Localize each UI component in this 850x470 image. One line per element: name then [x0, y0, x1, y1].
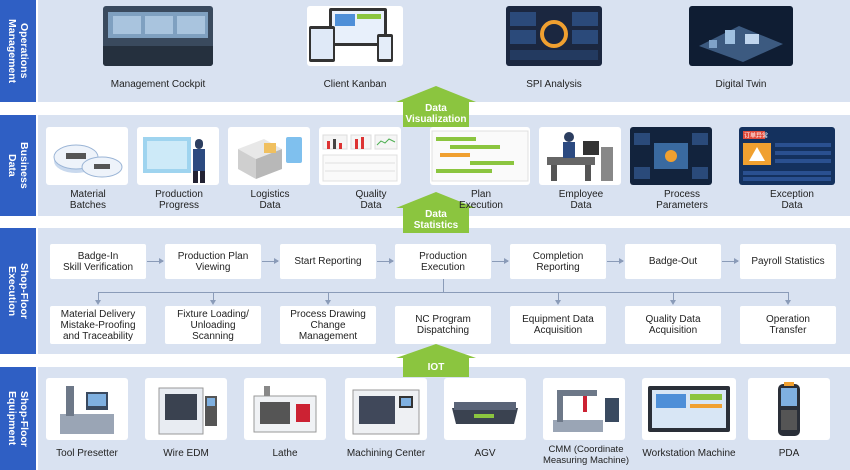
- exception-data-label: Exception Data: [770, 189, 814, 211]
- spi-analysis-label: SPI Analysis: [526, 79, 582, 90]
- client-kanban-image: [307, 6, 403, 66]
- agv-image: [444, 378, 526, 440]
- material-batches-label: Material Batches: [69, 189, 107, 211]
- pda-label: PDA: [778, 448, 800, 459]
- exception-badge-text: 订单异常: [744, 132, 768, 140]
- pda-image: [748, 378, 830, 440]
- flow-arrow-4: [492, 258, 509, 264]
- process-drawing-change-management: Process Drawing Change Management: [280, 306, 376, 344]
- material-batches-image: [46, 127, 128, 185]
- plan-execution-image: [430, 127, 530, 185]
- flow-arrow-5: [607, 258, 624, 264]
- tool-presetter-label: Tool Presetter: [56, 448, 118, 459]
- iot-arrow: IOT: [396, 344, 476, 377]
- production-execution: Production Execution: [395, 244, 491, 279]
- connector-drop-3: [328, 292, 329, 300]
- machining-center-label: Machining Center: [346, 448, 426, 459]
- wire-edm-label: Wire EDM: [163, 448, 209, 459]
- spi-analysis: SPI Analysis: [484, 6, 624, 98]
- quality-data-label: Quality Data: [355, 189, 387, 211]
- production-progress-image: [137, 127, 219, 185]
- operations-layer-label: Operations Management: [0, 0, 36, 102]
- material-delivery-mistake-proofing: Material Delivery Mistake-Proofing and T…: [50, 306, 146, 344]
- flow-arrow-6: [722, 258, 739, 264]
- digital-twin-image: [689, 6, 793, 66]
- exception-data-image: 订单异常: [739, 127, 835, 185]
- business-layer-label: Business Data: [0, 115, 36, 216]
- start-reporting: Start Reporting: [280, 244, 376, 279]
- wire-edm-image: [145, 378, 227, 440]
- badge-out: Badge-Out: [625, 244, 721, 279]
- connector-drop-2: [213, 292, 214, 300]
- fixture-loading-unloading-scanning: Fixture Loading/ Unloading Scanning: [165, 306, 261, 344]
- connector-tip-6: [670, 300, 676, 305]
- logistics-data-image: [228, 127, 310, 185]
- machining-center-image: [345, 378, 427, 440]
- connector-tip-5: [555, 300, 561, 305]
- nc-program-dispatching: NC Program Dispatching: [395, 306, 491, 344]
- process-parameters-image: [630, 127, 712, 185]
- workstation-machine-image: [642, 378, 736, 440]
- connector-bus: [98, 292, 788, 293]
- flow-arrow-3: [377, 258, 394, 264]
- management-cockpit-image: [103, 6, 213, 66]
- data-visualization-label: Data Visualization: [403, 102, 469, 127]
- lathe-label: Lathe: [272, 448, 298, 459]
- flow-arrow-1: [147, 258, 164, 264]
- connector-tip-2: [210, 300, 216, 305]
- iot-label: IOT: [403, 358, 469, 377]
- data-statistics-label: Data Statistics: [403, 208, 469, 233]
- process-parameters-label: Process Parameters: [656, 189, 708, 211]
- equipment-layer-label: Shop-Floor Equipment: [0, 367, 36, 470]
- payroll-statistics: Payroll Statistics: [740, 244, 836, 279]
- production-progress-label: Production Progress: [155, 189, 203, 211]
- connector-drop-5: [558, 292, 559, 300]
- connector-tip-1: [95, 300, 101, 305]
- execution-layer-label: Shop-Floor Execution: [0, 228, 36, 354]
- logistics-data-label: Logistics Data: [250, 189, 290, 211]
- management-cockpit: Management Cockpit: [88, 6, 228, 98]
- client-kanban-label: Client Kanban: [323, 79, 387, 90]
- completion-reporting: Completion Reporting: [510, 244, 606, 279]
- connector-drop-6: [673, 292, 674, 300]
- production-plan-viewing: Production Plan Viewing: [165, 244, 261, 279]
- connector-drop-7: [788, 292, 789, 300]
- employee-data-image: [539, 127, 621, 185]
- connector-stem: [443, 279, 444, 293]
- data-visualization-arrow: Data Visualization: [396, 86, 476, 127]
- employee-data-label: Employee Data: [558, 189, 604, 211]
- connector-tip-3: [325, 300, 331, 305]
- data-statistics-arrow: Data Statistics: [396, 192, 476, 233]
- plan-execution-label: Plan Execution: [459, 189, 503, 211]
- spi-analysis-image: [506, 6, 602, 66]
- management-cockpit-label: Management Cockpit: [110, 79, 206, 90]
- digital-twin-label: Digital Twin: [715, 79, 767, 90]
- client-kanban: Client Kanban: [285, 6, 425, 98]
- cmm-image: [543, 378, 625, 440]
- cmm-label: CMM (Coordinate Measuring Machine): [542, 444, 630, 466]
- flow-arrow-2: [262, 258, 279, 264]
- workstation-machine-label: Workstation Machine: [642, 448, 736, 459]
- connector-tip-7: [785, 300, 791, 305]
- equipment-data-acquisition: Equipment Data Acquisition: [510, 306, 606, 344]
- lathe-image: [244, 378, 326, 440]
- quality-data-image: [319, 127, 401, 185]
- badge-in-skill-verification: Badge-In Skill Verification: [50, 244, 146, 279]
- operation-transfer: Operation Transfer: [740, 306, 836, 344]
- digital-twin: Digital Twin: [671, 6, 811, 98]
- agv-label: AGV: [474, 448, 496, 459]
- connector-drop-1: [98, 292, 99, 300]
- tool-presetter-image: [46, 378, 128, 440]
- quality-data-acquisition: Quality Data Acquisition: [625, 306, 721, 344]
